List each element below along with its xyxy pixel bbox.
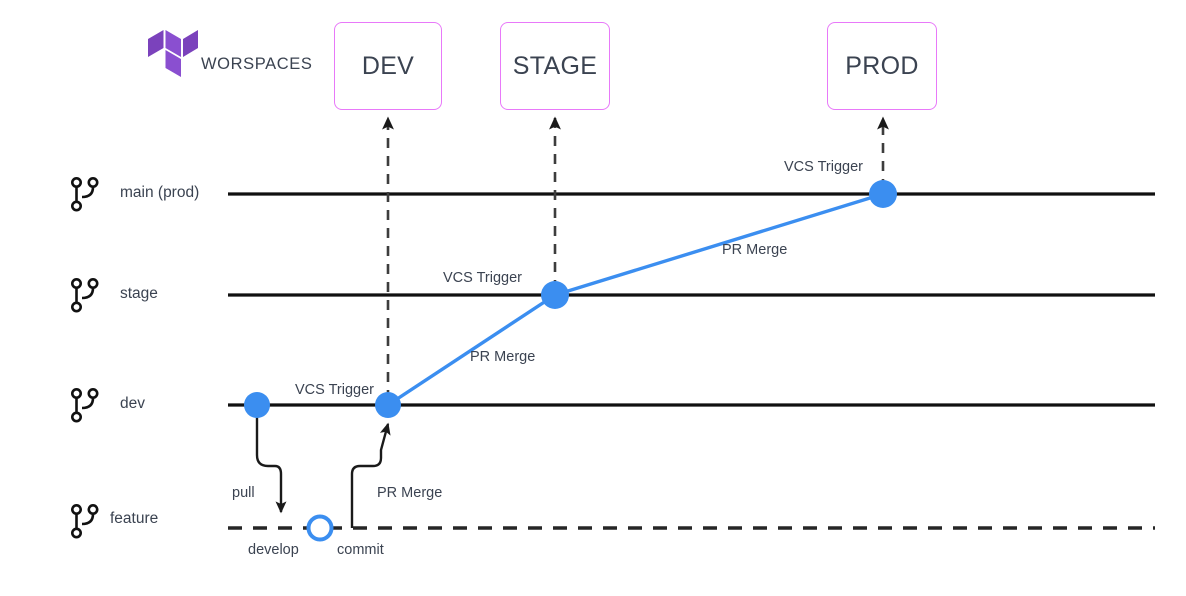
edge-label-vcs-trigger-stage: VCS Trigger bbox=[443, 270, 522, 286]
edge-label-pr-merge-feature-dev: PR Merge bbox=[377, 485, 443, 501]
pr-merge-line-stage-to-main bbox=[554, 192, 884, 297]
pull-arrow bbox=[255, 412, 287, 514]
git-branch-icon-feature bbox=[71, 504, 99, 539]
edge-label-vcs-trigger-main: VCS Trigger bbox=[784, 159, 863, 175]
workspace-box-dev[interactable]: DEV bbox=[334, 22, 442, 110]
workspace-label-prod: PROD bbox=[845, 51, 919, 80]
commit-node-feature-commit[interactable] bbox=[306, 514, 334, 542]
commit-node-stage-merge[interactable] bbox=[541, 281, 569, 309]
edge-label-pull: pull bbox=[232, 485, 255, 501]
workspace-label-stage: STAGE bbox=[512, 51, 598, 80]
workspace-box-prod[interactable]: PROD bbox=[827, 22, 937, 110]
commit-node-dev-merge[interactable] bbox=[375, 392, 401, 418]
terraform-logo bbox=[148, 30, 198, 77]
branch-label-main: main (prod) bbox=[120, 184, 200, 201]
node-label-commit: commit bbox=[337, 542, 384, 558]
workspace-box-stage[interactable]: STAGE bbox=[500, 22, 610, 110]
edge-label-pr-merge-stage-main: PR Merge bbox=[722, 242, 788, 258]
branch-label-feature: feature bbox=[110, 510, 159, 527]
commit-node-main-merge[interactable] bbox=[869, 180, 897, 208]
git-branch-icon-stage bbox=[71, 278, 99, 313]
workspaces-brand-label: WORSPACES bbox=[201, 55, 313, 73]
edge-label-vcs-trigger-dev: VCS Trigger bbox=[295, 382, 374, 398]
pr-merge-feature-arrow bbox=[350, 422, 391, 528]
git-branch-icon-dev bbox=[71, 388, 99, 423]
branch-label-dev: dev bbox=[120, 395, 145, 412]
workspace-label-dev: DEV bbox=[361, 51, 415, 80]
branch-label-stage: stage bbox=[120, 285, 158, 302]
git-branch-icon-main bbox=[71, 177, 99, 212]
edge-label-pr-merge-dev-stage: PR Merge bbox=[470, 349, 536, 365]
commit-node-dev-initial[interactable] bbox=[244, 392, 270, 418]
pr-merge-line-dev-to-stage bbox=[387, 293, 556, 407]
node-label-develop: develop bbox=[248, 542, 299, 558]
